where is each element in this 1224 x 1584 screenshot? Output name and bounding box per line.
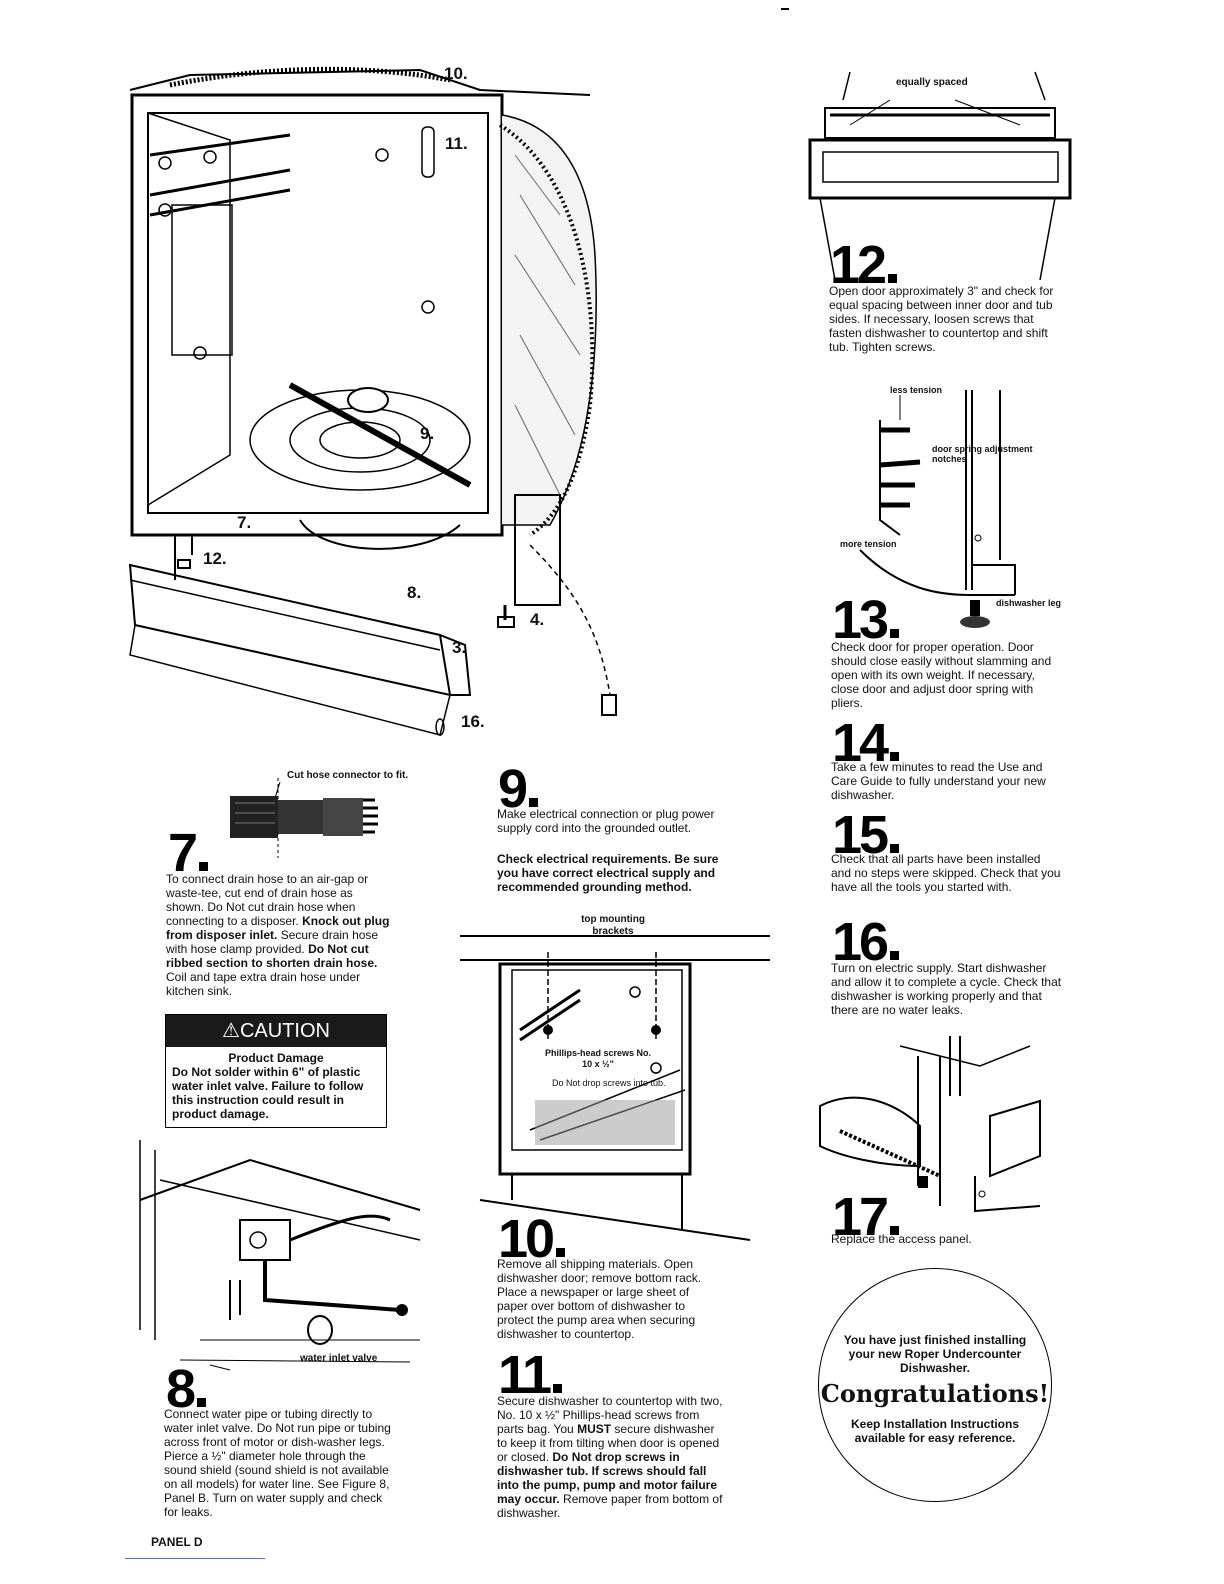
callout-11: 11. [445,134,468,153]
callout-9: 9. [420,424,435,443]
congrats-message: You have just finished installing your n… [843,1333,1027,1375]
dishwasher-installation-illustration [128,66,617,736]
top-mounting-brackets-callout: top mounting brackets [581,914,645,937]
footer-rule [125,1558,265,1559]
step8-number: 8 [166,1362,207,1416]
step12-text: Open door approximately 3" and check for… [829,284,1054,354]
step17-number: 17 [832,1190,900,1244]
step10-number: 10 [498,1212,566,1266]
caution-subtitle: Product Damage [228,1051,324,1065]
water-inlet-valve-callout: water inlet valve [300,1353,378,1364]
step17-text: Replace the access panel. [831,1232,972,1246]
congrats-note: Keep Installation Instructions available… [850,1417,1020,1445]
callout-7: 7. [237,513,252,532]
callout-3: 3. [452,638,467,657]
caution-text: Do Not solder within 6" of plastic water… [172,1065,364,1121]
step13-number: 13 [832,593,900,647]
callout-12: 12. [203,549,227,568]
step16-number: 16 [832,915,900,969]
callout-16: 16. [461,712,485,731]
callout-10: 10. [444,64,468,83]
step7-text: To connect drain hose to an air-gap or w… [166,872,390,998]
less-tension-callout: less tension [890,385,943,395]
step10-text: Remove all shipping materials. Open dish… [497,1257,702,1341]
step12-number: 12 [830,238,898,292]
step13-text: Check door for proper operation. Door sh… [831,640,1052,710]
step15-text: Check that all parts have been installed… [831,852,1061,894]
step14-text: Take a few minutes to read the Use and C… [831,760,1046,802]
step14-number: 14 [832,716,900,770]
top-mark [781,8,789,10]
more-tension-callout: more tension [840,539,897,549]
dishwasher-leg-callout: dishwasher leg [996,598,1062,608]
drain-hose-illustration [230,778,378,858]
step11-text: Secure dishwasher to countertop with two… [497,1394,723,1520]
callout-8: 8. [407,583,422,602]
congrats-title: Congratulations! [820,1379,1050,1408]
step8-text: Connect water pipe or tubing directly to… [164,1407,391,1519]
caution-box: ⚠CAUTION Product Damage Do Not solder wi… [165,1014,387,1128]
step16-text: Turn on electric supply. Start dishwashe… [831,961,1062,1017]
step11-number: 11 [498,1348,563,1402]
step7-callout: Cut hose connector to fit. [287,770,409,781]
door-spacing-illustration [808,71,1072,281]
equally-spaced-callout: equally spaced [896,77,968,88]
water-inlet-illustration [139,1140,421,1371]
spring-notches-callout: door spring adjustment notches [932,444,1033,464]
access-panel-illustration [819,1036,1041,1213]
door-spring-illustration [859,390,1016,628]
step9-number: 9 [498,762,539,816]
callout-4: 4. [530,610,545,629]
phillips-screws-callout: Phillips-head screws No. 10 x ½" [544,1048,652,1069]
panel-label: PANEL D [151,1535,203,1549]
step9-bold: Check electrical requirements. Be sure y… [497,852,719,894]
congratulations-circle: You have just finished installing your n… [818,1268,1052,1502]
do-not-drop-callout: Do Not drop screws into tub. [552,1078,666,1088]
step15-number: 15 [832,808,900,862]
step7-number: 7 [168,826,209,880]
step9-text: Make electrical connection or plug power… [497,807,715,835]
mounting-brackets-illustration [460,935,770,1241]
caution-title: ⚠CAUTION [166,1015,386,1047]
